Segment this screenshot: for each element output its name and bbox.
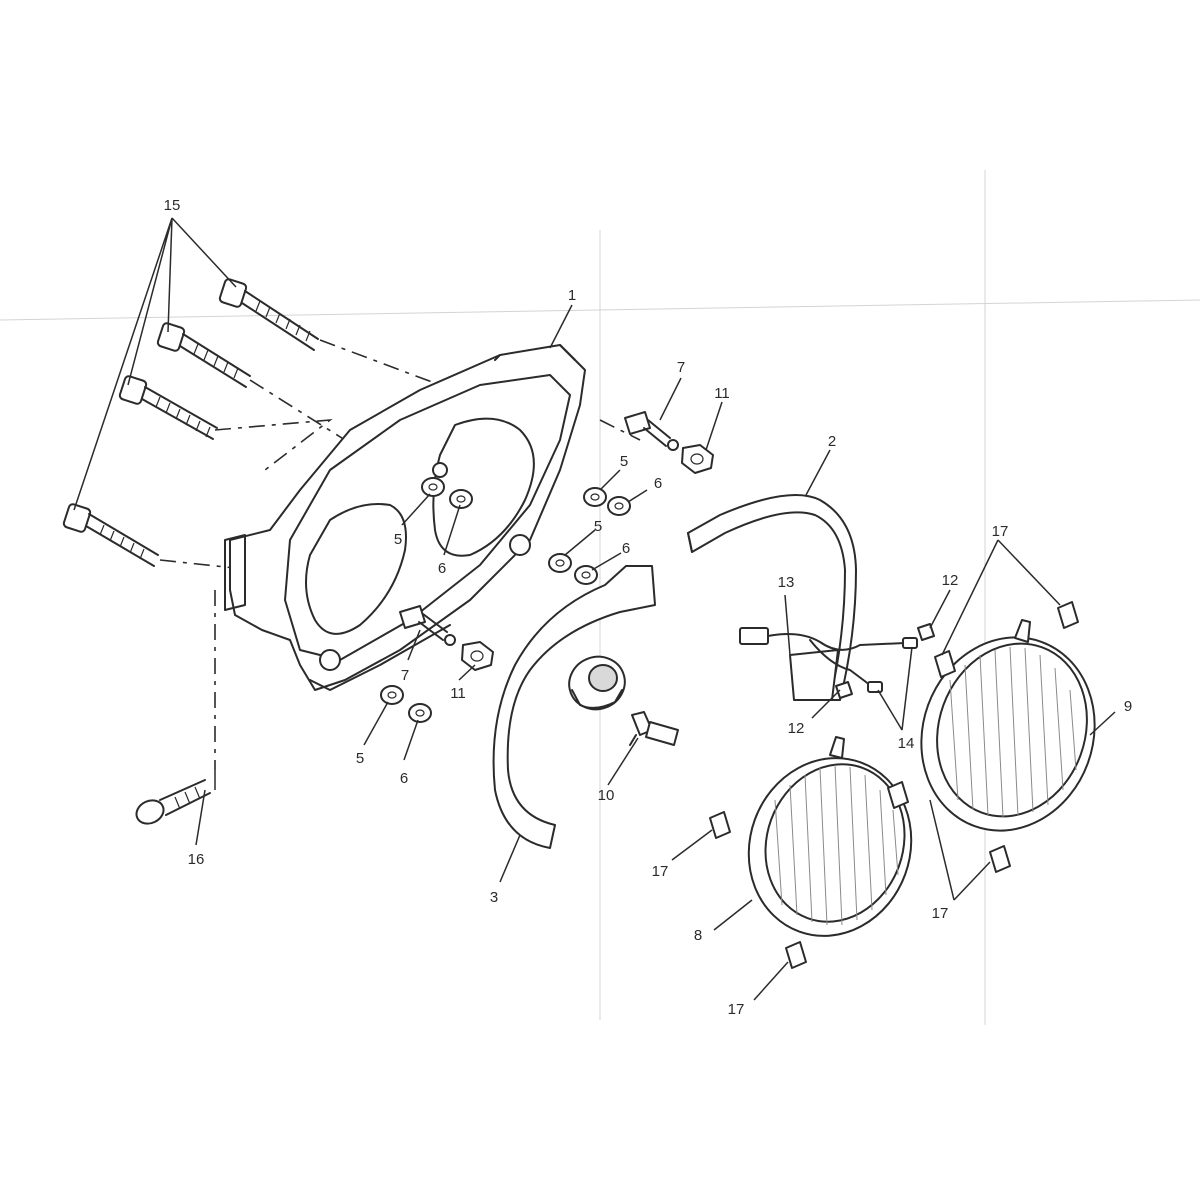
callout-6-d: 6 [400,770,408,787]
bolt-15-d [62,503,159,567]
callout-16: 16 [188,851,205,868]
bolt-16 [135,779,211,825]
callout-5-c: 5 [594,518,602,535]
callout-15: 15 [164,197,181,214]
trim-strip-3 [492,565,656,849]
callout-6-c: 6 [622,540,630,557]
callout-14: 14 [898,735,915,752]
bolt-15-a [218,278,319,351]
callout-8: 8 [694,927,702,944]
leader-lines [73,217,1116,1001]
callout-7-b: 7 [401,667,409,684]
nut-11-lower [461,641,494,671]
headlamp-9 [920,619,1096,832]
clip-17-b [934,650,956,678]
trim-strip-2 [687,494,857,701]
callout-17-c: 17 [932,905,949,922]
callout-3: 3 [490,889,498,906]
bolt-15-set [62,278,319,567]
callout-5-b: 5 [620,453,628,470]
callout-9: 9 [1124,698,1132,715]
wiring-harness-13 [739,627,918,693]
callout-11-a: 11 [714,385,730,402]
callout-17-d: 17 [728,1001,745,1018]
bolt-15-c [118,375,218,440]
callout-7-a: 7 [677,359,685,376]
callout-6-b: 6 [654,475,662,492]
callout-11-b: 11 [450,685,466,702]
callout-1: 1 [568,287,576,304]
callout-2: 2 [828,433,836,450]
headlamp-8 [747,736,913,937]
callout-12-a: 12 [942,572,959,589]
stud-7-lower [399,605,456,646]
headlight-bracket-1 [224,344,586,691]
clip-17-f [785,941,807,969]
callout-6-a: 6 [438,560,446,577]
clip-17-a [1057,601,1079,629]
bulb-holder [568,655,626,711]
clip-12-lower [835,681,853,699]
clip-17-d [709,811,731,839]
bulb-10 [629,711,679,746]
guide-line-top [0,299,1200,321]
callout-12-b: 12 [788,720,805,737]
callout-17-a: 17 [992,523,1009,540]
callout-5-a: 5 [394,531,402,548]
bolt-15-b [156,322,251,388]
stud-7-upper [624,411,679,451]
callout-13: 13 [778,574,795,591]
callout-17-b: 17 [652,863,669,880]
nut-11-upper [681,444,714,474]
callout-10: 10 [598,787,615,804]
clip-17-e [989,845,1011,873]
clip-17-c [887,781,909,809]
washers [380,477,631,723]
callout-labels: 15 1 2 3 5 5 5 5 6 6 6 6 7 7 8 9 10 11 1… [164,197,1133,1018]
callout-5-d: 5 [356,750,364,767]
